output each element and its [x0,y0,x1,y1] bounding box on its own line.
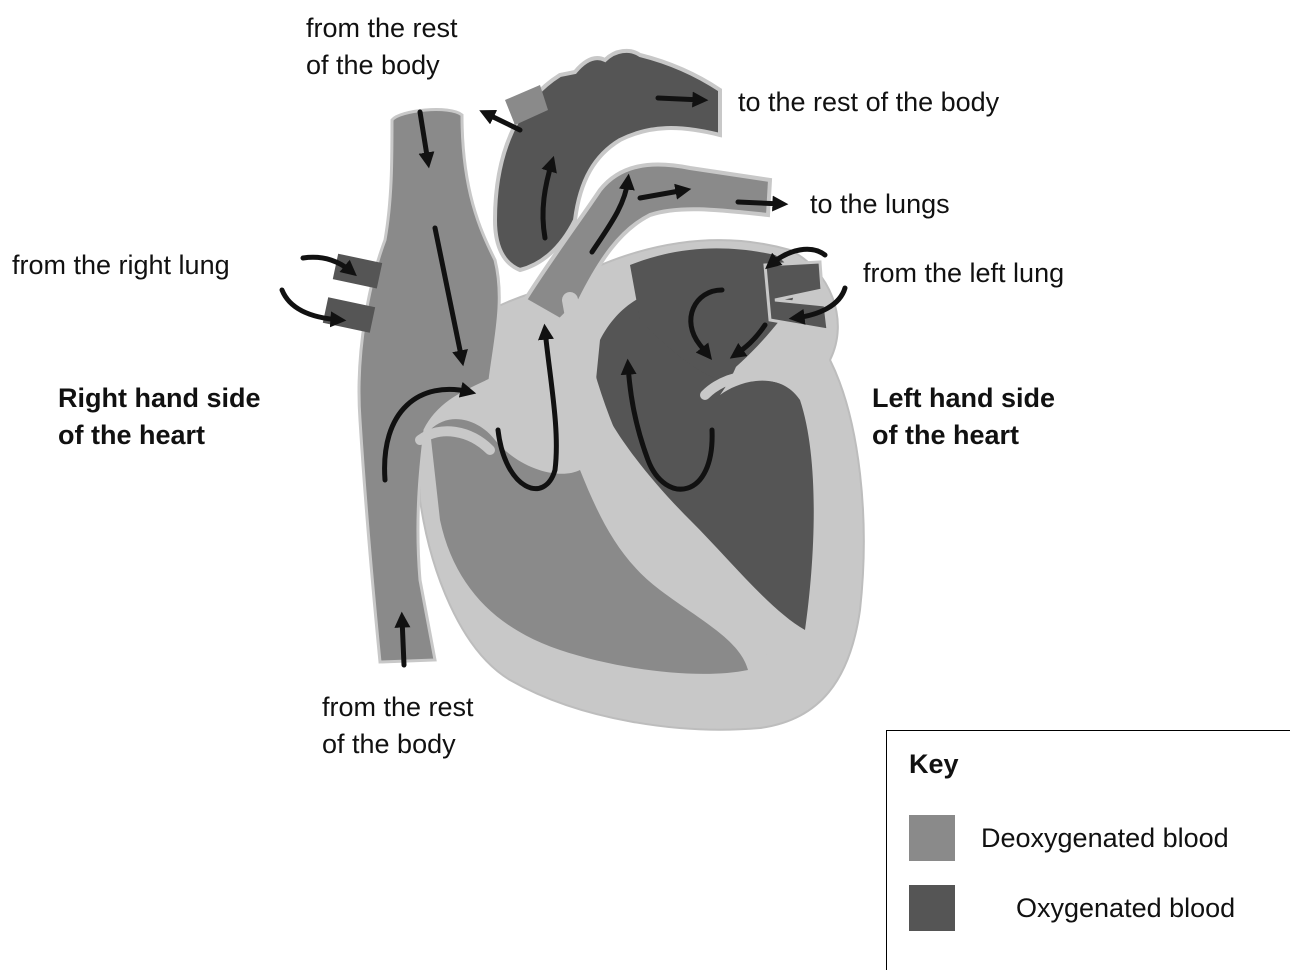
legend-swatch-deoxygenated [909,815,955,861]
legend-label-deoxygenated: Deoxygenated blood [981,823,1229,854]
label-right-side-line2: of the heart [58,417,261,454]
label-to-body: to the rest of the body [738,84,999,121]
legend-title: Key [909,749,959,780]
arrow-to-body [658,98,702,100]
legend-swatch-oxygenated [909,885,955,931]
label-top-from-body-line1: from the rest [306,10,458,47]
arrow-vena-cava-bottom [402,618,404,665]
label-left-side-line2: of the heart [872,417,1055,454]
label-left-side-line1: Left hand side [872,380,1055,417]
label-left-side: Left hand side of the heart [872,380,1055,454]
label-top-from-body-line2: of the body [306,47,458,84]
label-from-right-lung: from the right lung [12,247,230,284]
label-top-from-body: from the rest of the body [306,10,458,84]
label-bottom-from-body-line2: of the body [322,726,474,763]
label-bottom-from-body-line1: from the rest [322,689,474,726]
label-right-side-line1: Right hand side [58,380,261,417]
label-right-side: Right hand side of the heart [58,380,261,454]
legend-label-oxygenated: Oxygenated blood [1016,893,1235,924]
label-bottom-from-body: from the rest of the body [322,689,474,763]
label-to-lungs: to the lungs [810,186,950,223]
right-pulmonary-vein-upper [333,254,382,289]
arrow-to-lungs [738,202,782,204]
label-from-left-lung: from the left lung [863,255,1064,292]
legend-key: Key Deoxygenated blood Oxygenated blood [886,730,1290,970]
